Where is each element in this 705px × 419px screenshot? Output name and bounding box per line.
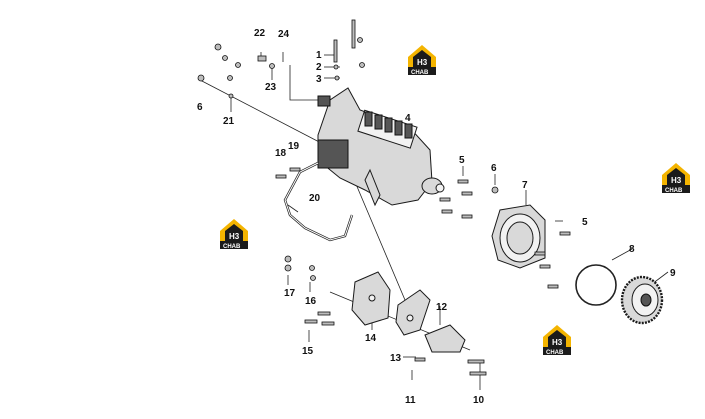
flange-housing (491, 204, 546, 269)
callout-16: 16 (305, 296, 317, 307)
callout-8: 8 (629, 244, 635, 255)
callout-21: 21 (223, 116, 235, 127)
watermark-logo-letters: H3 (552, 338, 563, 347)
watermark-logo-word: CHAB (546, 350, 564, 356)
watermark-logo-word: CHAB (223, 244, 241, 250)
callout-5b: 5 (582, 217, 588, 228)
callout-12: 12 (436, 302, 448, 313)
drive-gear (620, 275, 664, 325)
watermark-logo: H3 CHAB (408, 45, 436, 76)
watermark-logo: H3 CHAB (662, 163, 690, 194)
watermark-logo: H3 CHAB (220, 219, 248, 250)
bracket-lever (395, 289, 431, 336)
callout-labels: 1 2 3 4 5 5 6 6 7 8 9 10 11 12 13 14 15 … (197, 28, 676, 406)
callout-2: 2 (316, 62, 322, 73)
callout-5a: 5 (459, 155, 465, 166)
injection-pump-assembly (289, 65, 445, 207)
callout-23: 23 (265, 82, 277, 93)
callout-4: 4 (405, 113, 411, 124)
watermark-logo-letters: H3 (417, 58, 428, 67)
callout-6a: 6 (197, 102, 203, 113)
bracket-12 (424, 324, 466, 353)
callout-24: 24 (278, 29, 290, 40)
watermark-logo-word: CHAB (665, 188, 683, 194)
callout-10: 10 (473, 395, 485, 406)
callout-1: 1 (316, 50, 322, 61)
pump-cylinders (364, 111, 413, 139)
callout-6b: 6 (491, 163, 497, 174)
bracket-14 (351, 271, 391, 326)
watermark-logo-word: CHAB (411, 70, 429, 76)
callout-18: 18 (275, 148, 287, 159)
callout-20: 20 (309, 193, 321, 204)
o-ring (575, 264, 617, 306)
callout-14: 14 (365, 333, 377, 344)
callout-13: 13 (390, 353, 402, 364)
leader-lines (199, 52, 669, 390)
watermark-logo-letters: H3 (229, 232, 240, 241)
fasteners (197, 19, 571, 376)
callout-3: 3 (316, 74, 322, 85)
callout-22: 22 (254, 28, 266, 39)
watermark-logo-letters: H3 (671, 176, 682, 185)
callout-7: 7 (522, 180, 528, 191)
callout-9: 9 (670, 268, 676, 279)
watermark-logo: H3 CHAB (543, 325, 571, 356)
callout-15: 15 (302, 346, 314, 357)
fuel-pipe (283, 161, 354, 242)
callout-19: 19 (288, 141, 300, 152)
callout-11: 11 (405, 395, 416, 406)
callout-17: 17 (284, 288, 296, 299)
